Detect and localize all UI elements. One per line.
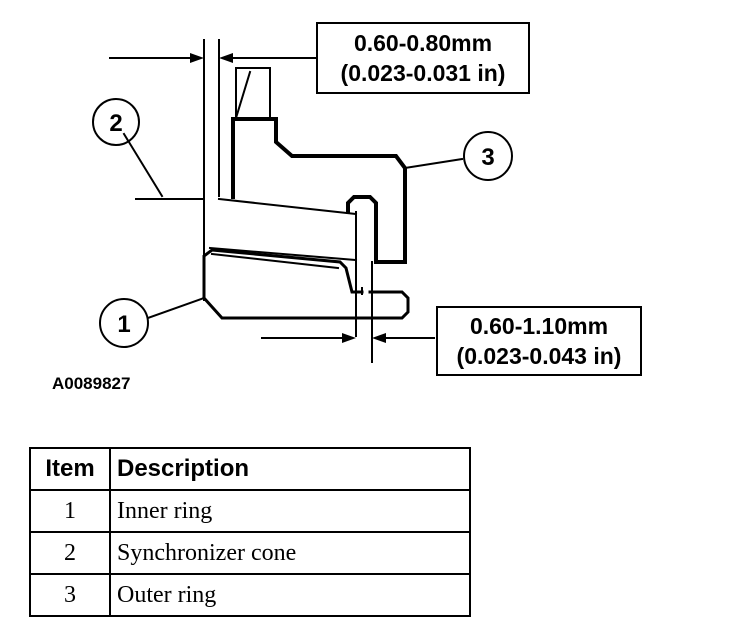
outer-ring	[231, 117, 407, 264]
dimension-bottom-mm: 0.60-1.10mm	[469, 313, 609, 339]
leader-lines	[122, 132, 464, 320]
dimension-top-mm: 0.60-0.80mm	[353, 30, 493, 56]
dimension-label-top: 0.60-0.80mm (0.023-0.031 in)	[316, 22, 530, 94]
dimension-top-in: (0.023-0.031 in)	[340, 60, 506, 86]
dimension-bottom-in: (0.023-0.043 in)	[456, 343, 622, 369]
inner-ring	[201, 290, 410, 320]
row-item: 1	[29, 489, 111, 533]
arrowhead	[190, 53, 204, 63]
table-row: 3 Outer ring	[29, 573, 471, 617]
outer-ring-tooth	[234, 67, 271, 120]
table-row: 2 Synchronizer cone	[29, 531, 471, 575]
arrowhead	[219, 53, 233, 63]
callout-3-circle	[463, 131, 513, 181]
row-description: Synchronizer cone	[109, 531, 471, 575]
legend-table: Item Description 1 Inner ring 2 Synchron…	[29, 447, 471, 617]
friction-cone	[208, 197, 358, 337]
callout-2-circle	[92, 98, 140, 146]
callout-1-circle	[99, 298, 149, 348]
synchronizer-diagram: 2 3 1	[92, 39, 513, 363]
table-row: 1 Inner ring	[29, 489, 471, 533]
row-item: 3	[29, 573, 111, 617]
bottom-gap-dimension	[261, 261, 435, 363]
row-description: Inner ring	[109, 489, 471, 533]
arrowhead	[342, 333, 356, 343]
synchronizer-cone	[203, 39, 220, 301]
callout-1-label: 1	[117, 311, 130, 338]
header-description: Description	[109, 447, 471, 491]
header-item: Item	[29, 447, 111, 491]
inner-ring-cone	[202, 248, 364, 300]
row-description: Outer ring	[109, 573, 471, 617]
legend-header-row: Item Description	[29, 447, 471, 491]
arrowhead	[372, 333, 386, 343]
row-item: 2	[29, 531, 111, 575]
figure-id: A0089827	[52, 374, 131, 393]
callout-3-label: 3	[481, 144, 494, 171]
callout-2-label: 2	[109, 110, 122, 137]
dimension-label-bottom: 0.60-1.10mm (0.023-0.043 in)	[436, 306, 642, 376]
